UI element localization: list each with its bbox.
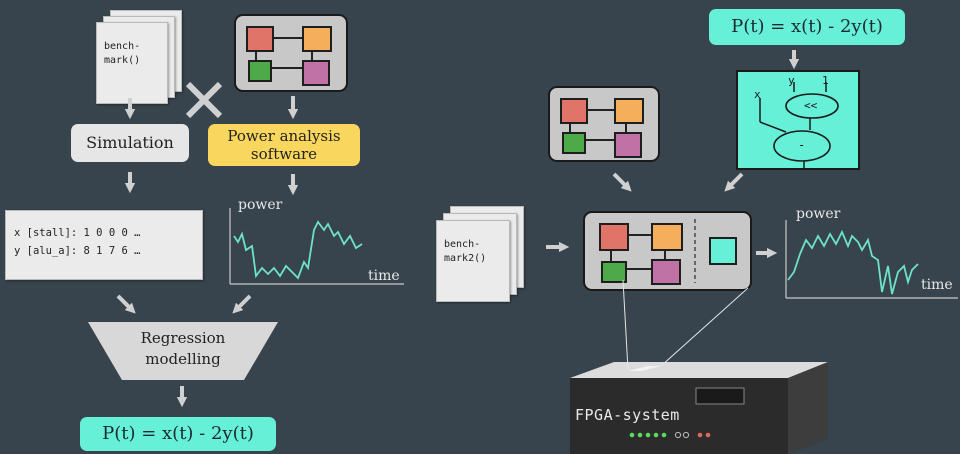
formula-label-right: P(t) = x(t) - 2y(t)	[731, 16, 883, 37]
simulation-label: Simulation	[86, 133, 174, 152]
circuit-shift-label: <<	[804, 99, 818, 112]
formula-label-left: P(t) = x(t) - 2y(t)	[102, 423, 254, 444]
power-trace-plot-right	[772, 200, 960, 302]
module-green	[601, 261, 627, 283]
power-analysis-software-box: Power analysis software	[208, 124, 360, 166]
module-orange	[302, 26, 332, 52]
power-model-circuit: x y 1 << -	[736, 70, 860, 170]
trace-line-alu: y [alu_a]: 8 1 7 6 …	[14, 245, 141, 257]
benchmark-document-stack: bench- mark()	[96, 10, 186, 104]
circuit-x-label: x	[754, 88, 761, 101]
simulation-trace-paper: x [stall]: 1 0 0 0 … y [alu_a]: 8 1 7 6 …	[5, 210, 203, 280]
shift-operator	[785, 93, 839, 119]
plot-ylabel-right: power	[796, 206, 841, 222]
module-orange	[614, 98, 644, 124]
module-purple	[651, 259, 681, 285]
circuit-one-label: 1	[822, 74, 829, 87]
power-trace-plot-left	[218, 192, 408, 292]
arrow-design-to-fpga-block	[612, 172, 632, 192]
power-trace-line	[233, 220, 363, 280]
hardware-design-block	[234, 14, 348, 92]
module-green	[562, 132, 586, 154]
plot-axes	[229, 208, 404, 285]
regression-modelling-shape	[88, 322, 278, 380]
circuit-wires	[759, 82, 839, 168]
benchmark2-label: bench- mark2()	[444, 239, 487, 264]
module-red	[599, 223, 629, 251]
arrow-trace-to-regression	[116, 294, 136, 314]
module-purple	[614, 132, 642, 158]
module-red	[560, 98, 588, 124]
fpga-system-label: FPGA-system	[575, 406, 680, 424]
arrow-circuit-to-fpga-block	[724, 172, 744, 192]
power-analysis-software-label: Power analysis software	[227, 127, 341, 163]
module-orange	[651, 223, 683, 251]
simulation-box: Simulation	[71, 124, 189, 162]
trace-line-stall: x [stall]: 1 0 0 0 …	[14, 227, 141, 239]
formula-box-right: P(t) = x(t) - 2y(t)	[709, 9, 905, 45]
arrow-plot-to-regression	[232, 294, 252, 314]
regression-modelling-label: Regression modelling	[140, 329, 226, 368]
fpga-status-leds	[629, 431, 711, 439]
plot-ylabel-left: power	[238, 197, 283, 213]
hardware-design-block-right	[548, 86, 660, 162]
fpga-combined-block	[583, 211, 752, 291]
benchmark2-document-stack: bench- mark2()	[436, 206, 526, 302]
module-purple	[302, 60, 330, 86]
plot-axes	[785, 220, 958, 299]
circuit-y-label: y	[788, 74, 795, 87]
module-green	[248, 60, 272, 82]
power-trace-line	[787, 229, 919, 295]
benchmark-label: bench- mark()	[104, 41, 141, 66]
fpga-device	[570, 280, 828, 454]
cross-icon	[185, 81, 223, 119]
circuit-sub-label: -	[798, 138, 806, 152]
module-red	[246, 26, 274, 52]
plot-xlabel-right: time	[921, 277, 953, 293]
power-model-module	[709, 237, 737, 265]
subtract-operator	[773, 130, 831, 162]
plot-xlabel-left: time	[368, 268, 400, 284]
formula-box-left: P(t) = x(t) - 2y(t)	[80, 417, 276, 451]
